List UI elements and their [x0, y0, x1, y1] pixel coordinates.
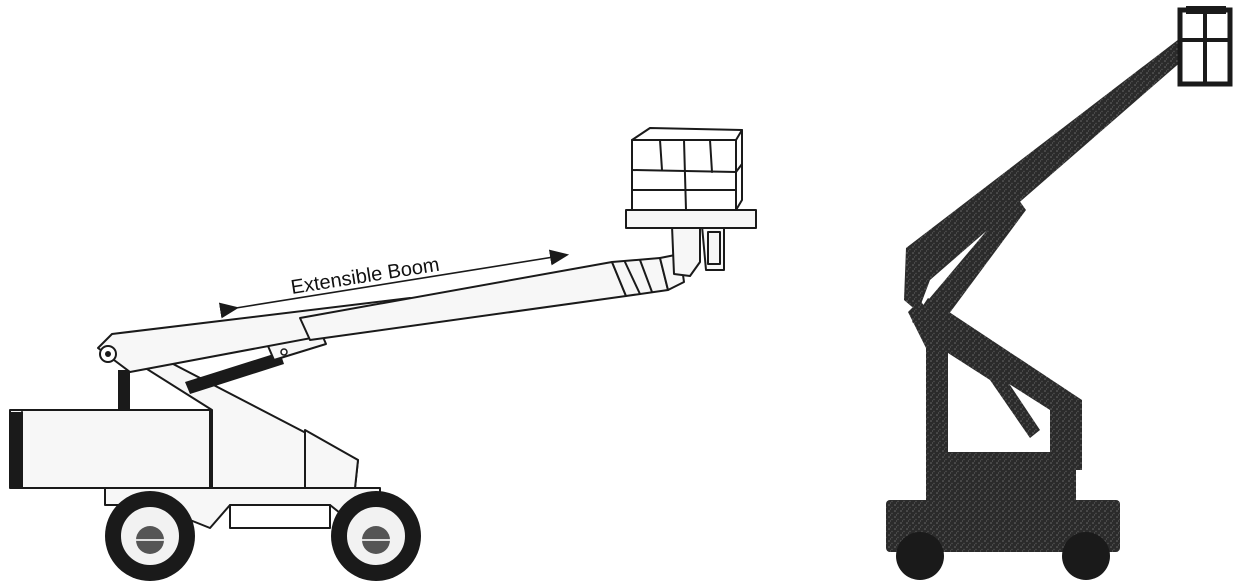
articulating-platform [1177, 6, 1233, 87]
platform-basket [625, 127, 757, 229]
upper-boom [904, 26, 1206, 326]
turret [118, 351, 359, 489]
boom-label: Extensible Boom [289, 254, 441, 299]
lower-boom [908, 298, 1082, 470]
telescopic-boom-lift: Extensible Boom [9, 127, 757, 581]
articulating-boom-lift [886, 6, 1233, 580]
rear-wheel [331, 491, 421, 581]
platform-jib [671, 225, 725, 277]
articulating-chassis [886, 452, 1120, 580]
boom-dimension-arrow [218, 249, 570, 319]
front-wheel [105, 491, 195, 581]
counterweight-housing [9, 409, 211, 489]
